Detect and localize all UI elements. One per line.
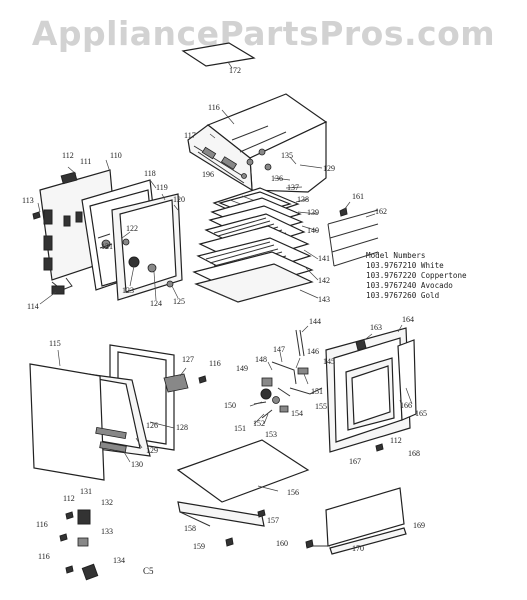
part-label: 149	[236, 364, 248, 373]
model-numbers-block: Model Numbers 103.9767210 White 103.9767…	[366, 251, 467, 301]
part-label: 113	[22, 196, 34, 205]
part-label: 152	[253, 419, 265, 428]
part-label: 160	[276, 539, 288, 548]
latch-mechanism	[253, 329, 323, 419]
part-label: 158	[184, 524, 196, 533]
part-label: 132	[101, 498, 113, 507]
part-label: 137	[287, 183, 299, 192]
part-label: 167	[349, 457, 361, 466]
part-label: 165	[415, 409, 427, 418]
part-label: 170	[352, 544, 364, 553]
part-label: 155	[315, 402, 327, 411]
left-door-assembly	[29, 344, 207, 481]
part-label: 157	[267, 516, 279, 525]
part-label: 127	[182, 355, 194, 364]
model-heading: Model Numbers	[366, 251, 426, 260]
part-label: 151	[234, 424, 246, 433]
part-label: 166	[400, 401, 412, 410]
part-label: 111	[80, 157, 92, 166]
part-label: 148	[255, 355, 267, 364]
part-label: 135	[281, 151, 293, 160]
part-label: 140	[307, 226, 319, 235]
part-label: 139	[307, 208, 319, 217]
part-label: 116	[36, 520, 48, 529]
part-label: 133	[101, 527, 113, 536]
part-label: 125	[173, 297, 185, 306]
part-label: 122	[126, 224, 138, 233]
model-row: 103.9767260 Gold	[366, 291, 440, 300]
part-label: 119	[156, 183, 168, 192]
watermark-text: AppliancePartsPros.com	[31, 14, 496, 53]
part-label: 112	[63, 494, 75, 503]
part-label: 156	[287, 488, 299, 497]
part-label: 136	[271, 174, 283, 183]
part-label: 110	[110, 151, 122, 160]
part-label: 169	[413, 521, 425, 530]
part-label: 126	[146, 421, 158, 430]
part-label: 129	[323, 164, 335, 173]
part-label: 144	[309, 317, 321, 326]
small-parts-left	[59, 509, 99, 581]
oven-rack-stack	[192, 187, 314, 303]
part-label: 117	[184, 131, 196, 140]
part-label: 118	[144, 169, 156, 178]
part-label: 153	[265, 430, 277, 439]
kick-panel	[305, 487, 407, 555]
part-label: 154	[291, 409, 303, 418]
model-row: 103.9767210 White	[366, 261, 444, 270]
part-label: 112	[390, 436, 402, 445]
part-label: 141	[318, 254, 330, 263]
top-panel-172	[181, 42, 256, 67]
part-label: 128	[176, 423, 188, 432]
part-label: 115	[49, 339, 61, 348]
model-row: 103.9767240 Avocado	[366, 281, 453, 290]
part-label: 134	[113, 556, 125, 565]
page-code: C5	[143, 566, 154, 576]
part-label: 164	[402, 315, 414, 324]
inner-panels	[81, 179, 183, 301]
part-label: 121	[101, 242, 113, 251]
part-label: 161	[352, 192, 364, 201]
part-label: 123	[122, 286, 134, 295]
part-label: 143	[318, 295, 330, 304]
part-label: 116	[208, 103, 220, 112]
part-label: 131	[80, 487, 92, 496]
part-label: 138	[297, 195, 309, 204]
part-label: 147	[273, 345, 285, 354]
part-label: 116	[209, 359, 221, 368]
part-label: 168	[408, 449, 420, 458]
model-row: 103.9767220 Coppertone	[366, 271, 467, 280]
part-label: 146	[307, 347, 319, 356]
part-label: 130	[131, 460, 143, 469]
part-label: 120	[173, 195, 185, 204]
part-label: 145	[323, 357, 335, 366]
part-label: 151	[311, 387, 323, 396]
part-label: 162	[375, 207, 387, 216]
bottom-panels	[176, 439, 310, 547]
part-label: 196	[202, 170, 214, 179]
part-label: 112	[62, 151, 74, 160]
part-label: 114	[27, 302, 39, 311]
part-label: 129	[146, 446, 158, 455]
part-label: 172	[229, 66, 241, 75]
part-label: 159	[193, 542, 205, 551]
right-door-assembly	[325, 327, 417, 453]
part-label: 150	[224, 401, 236, 410]
part-label: 116	[38, 552, 50, 561]
side-rails	[327, 207, 379, 267]
part-label: 124	[150, 299, 162, 308]
part-label: 142	[318, 276, 330, 285]
part-label: 163	[370, 323, 382, 332]
